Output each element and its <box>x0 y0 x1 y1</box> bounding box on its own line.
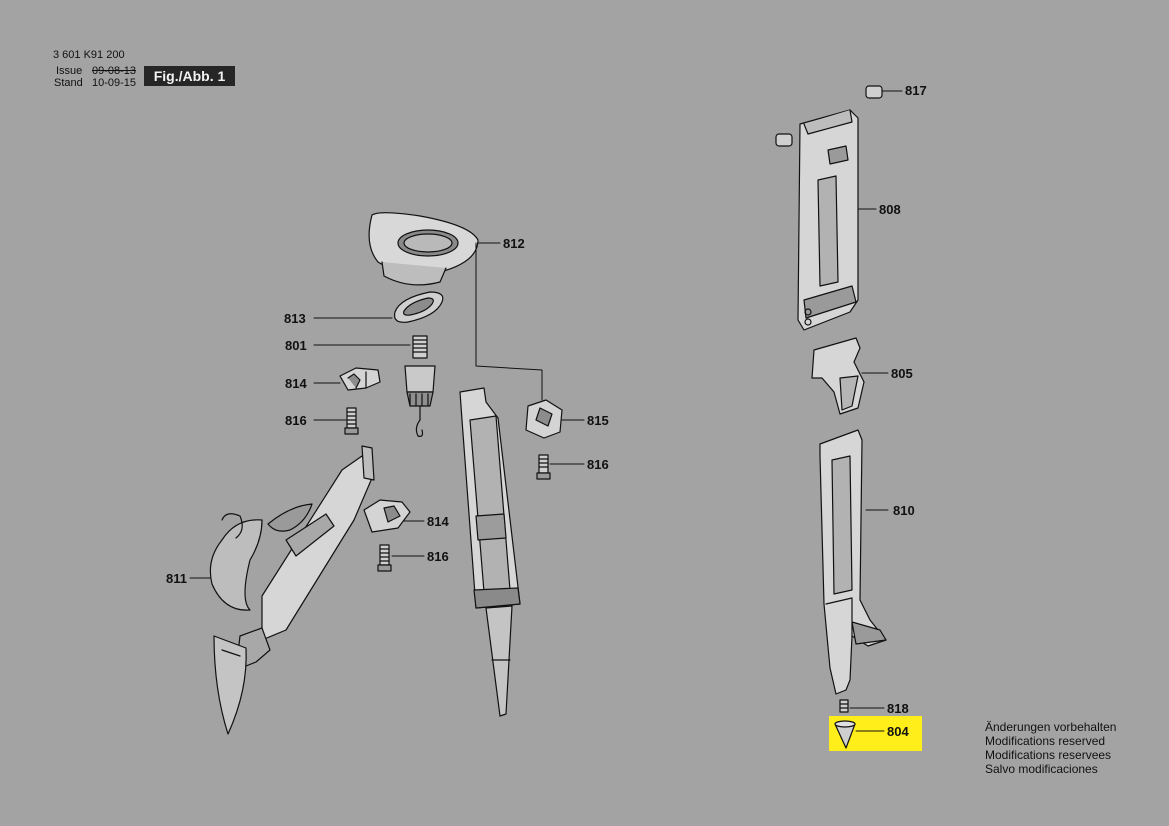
label-816: 816 <box>285 413 307 428</box>
label-816: 816 <box>427 549 449 564</box>
part-801-center-screw <box>404 335 436 437</box>
note-en: Modifications reserved <box>985 734 1106 748</box>
label-812: 812 <box>503 236 525 251</box>
label-816: 816 <box>587 457 609 472</box>
part-817-pins <box>775 85 883 147</box>
part-804-spike <box>834 720 856 749</box>
label-805: 805 <box>891 366 913 381</box>
figure-label: Fig./Abb. 1 <box>144 66 235 86</box>
part-816-screw-b <box>536 454 551 480</box>
leader-lines <box>189 90 903 732</box>
part-813-washer <box>393 291 444 323</box>
note-es: Salvo modificaciones <box>985 762 1098 776</box>
part-815-clamp <box>525 399 563 439</box>
note-de: Änderungen vorbehalten <box>985 720 1117 734</box>
label-818: 818 <box>887 701 909 716</box>
part-816-screw-a <box>344 407 359 435</box>
label-810: 810 <box>893 503 915 518</box>
part-814-clamp-lower <box>363 499 411 533</box>
middle-tripod-leg <box>459 387 521 717</box>
stand-date: 10-09-15 <box>92 77 137 89</box>
label-804: 804 <box>887 724 909 739</box>
label-811: 811 <box>166 571 187 586</box>
document-number: 3 601 K91 200 <box>53 49 125 61</box>
part-808-upper-leg <box>797 109 859 331</box>
stand-label: Stand <box>54 77 83 89</box>
part-818-screw <box>839 699 849 713</box>
issue-date: 09-08-13 <box>92 65 137 77</box>
label-808: 808 <box>879 202 901 217</box>
part-805-clamp <box>811 337 865 415</box>
note-fr: Modifications reservees <box>985 748 1112 762</box>
label-814: 814 <box>427 514 449 529</box>
part-811-left-leg <box>209 445 375 735</box>
part-810-lower-leg <box>819 429 887 695</box>
part-814-clamp-upper <box>339 367 381 391</box>
label-813: 813 <box>284 311 306 326</box>
label-801: 801 <box>285 338 307 353</box>
label-815: 815 <box>587 413 609 428</box>
part-816-screw-c <box>377 544 392 572</box>
issue-label: Issue <box>56 65 83 77</box>
part-812-head-plate <box>368 212 479 286</box>
label-814: 814 <box>285 376 307 391</box>
label-817: 817 <box>905 83 927 98</box>
